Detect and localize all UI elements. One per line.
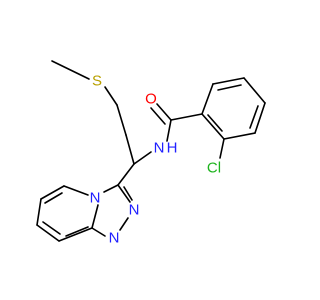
bond-benz-3 [243,77,266,104]
bond-benz-4 [254,102,266,134]
bond-benz-1 [201,83,214,115]
bond-tri-1 [103,184,119,193]
bond-s-ch2 [104,86,118,106]
bond-ch-nh [133,151,152,165]
bond-tri-2b [123,186,133,201]
atom-s-label: S [92,73,102,90]
atom-nh-n-label: N [154,140,165,157]
bond-benz-5 [223,132,256,140]
atom-n3-label: N [109,230,120,247]
bond-c-o-1 [156,103,172,121]
bond-benz-inner-2 [249,105,259,129]
bond-tri-4 [91,227,106,237]
bond-pyr-3 [36,198,42,226]
bond-nh-co [166,119,172,142]
molecule-structure: S O N H Cl N N N [36,60,266,247]
bond-ch3-s [51,60,90,80]
bond-benz-6 [201,113,225,140]
bond-pyr-4b [42,221,61,235]
bond-ring-cl [219,138,225,159]
atom-n-bridge-label: N [90,190,101,207]
bond-pyr-4 [36,224,60,242]
bond-pyr-1 [63,185,89,196]
atom-nh-h-label: H [167,140,178,157]
bond-tri-3 [119,217,129,231]
bond-ch2-ch [125,134,135,165]
bond-benz-2 [212,77,245,85]
atom-n2-label: N [129,202,140,219]
bond-ch2-ch2 [116,104,127,136]
bond-pyr-5 [58,227,93,242]
atom-o-label: O [145,91,157,108]
atom-cl-label: Cl [207,160,221,177]
bond-tri-5 [91,204,99,229]
bond-pyr-2b [44,192,63,204]
bond-co-ring [170,113,203,121]
bond-tri-2 [117,184,131,203]
bond-pyr-2 [40,185,65,200]
bond-benz-inner-1 [217,84,242,91]
bond-ch-triazole [117,163,135,186]
bond-benz-inner-3 [207,114,223,132]
molecule-svg: S O N H Cl N N N [36,60,266,247]
bond-c-o-2 [150,107,166,125]
bond-pyr-5b [65,226,89,237]
